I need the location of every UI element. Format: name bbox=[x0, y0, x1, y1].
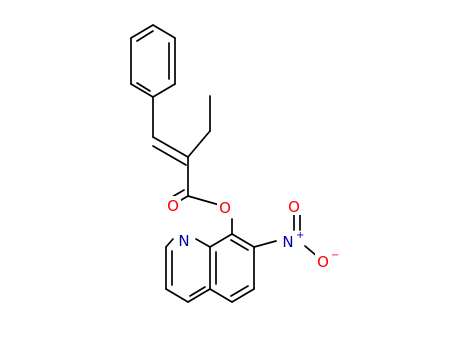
bond-quin-c4-c4a bbox=[187, 288, 211, 303]
bond-quin-n1-c2 bbox=[165, 238, 174, 248]
label-bg bbox=[164, 196, 181, 214]
bond-vinyl-double-b bbox=[152, 145, 187, 166]
bond-phenyl-4 bbox=[152, 83, 176, 98]
atom-label-o-carbonyl: O bbox=[167, 197, 179, 215]
bond-phenyl-2 bbox=[152, 24, 176, 39]
bond-alpha-ethyl bbox=[187, 130, 211, 158]
bond-quin-c8a-c8 bbox=[209, 233, 233, 248]
bond-quin-c6-c5 bbox=[231, 288, 255, 303]
bond-quin-inner-4 bbox=[189, 286, 206, 297]
atom-label-n-nitro: N bbox=[282, 233, 293, 251]
label-bg bbox=[176, 231, 193, 249]
bond-vinyl-double-a bbox=[152, 136, 189, 158]
bond-layer bbox=[130, 24, 319, 303]
bond-phenyl-inner-1 bbox=[136, 30, 154, 42]
bond-phenyl-1 bbox=[130, 24, 154, 39]
label-bg bbox=[285, 197, 303, 215]
charge-plus-nitro: + bbox=[296, 230, 304, 241]
bond-quin-c8-c7 bbox=[231, 233, 255, 248]
atom-label-n-quinoline: N bbox=[178, 232, 189, 250]
atom-label-o-ether: O bbox=[219, 199, 231, 217]
bond-quin-c8a-n1 bbox=[195, 238, 211, 248]
bond-quin-c5-c4a bbox=[209, 288, 233, 303]
bond-phenyl-inner-3 bbox=[136, 82, 151, 92]
atom-label-o-nitro-top: O bbox=[288, 198, 300, 216]
bond-quin-inner-1 bbox=[230, 239, 249, 251]
label-bg bbox=[279, 232, 299, 250]
atom-label-layer: O O N N + O O − bbox=[164, 196, 339, 271]
bond-ring-nitro bbox=[253, 240, 277, 248]
bond-quin-inner-2 bbox=[230, 285, 249, 297]
bond-carbonyl-double-b bbox=[171, 189, 185, 198]
bond-quin-c3-c4 bbox=[165, 288, 189, 303]
bond-phenyl-5 bbox=[130, 83, 154, 98]
atom-label-o-nitro-bottom: O bbox=[317, 253, 329, 271]
charge-minus-nitro: − bbox=[331, 250, 339, 261]
label-bg bbox=[217, 198, 234, 216]
label-bg bbox=[315, 252, 335, 270]
